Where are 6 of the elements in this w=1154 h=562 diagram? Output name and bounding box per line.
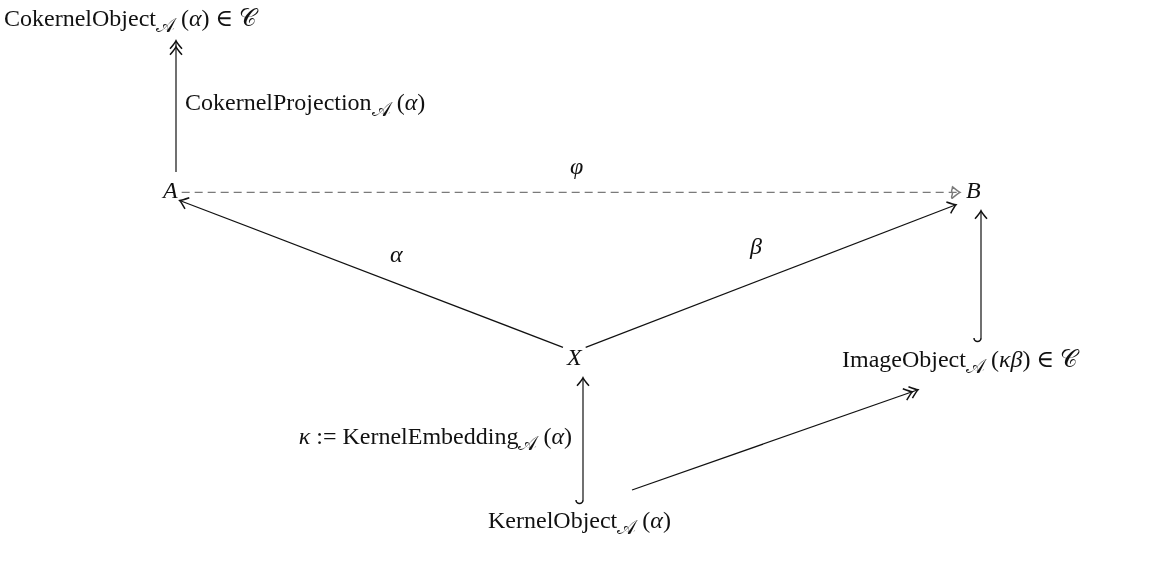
math-object-label: KernelObject$_{𝒜}$ (α) [488, 506, 671, 539]
math-object-label: A [163, 176, 178, 205]
math-object-label: X [567, 343, 582, 372]
math-object-label: ImageObject$_{𝒜}$ (κβ) ∈ 𝒞 [842, 345, 1079, 378]
math-object-label: B [966, 176, 981, 205]
math-object-label: CokernelObject$_{𝒜}$ (α) ∈ 𝒞 [4, 4, 258, 37]
